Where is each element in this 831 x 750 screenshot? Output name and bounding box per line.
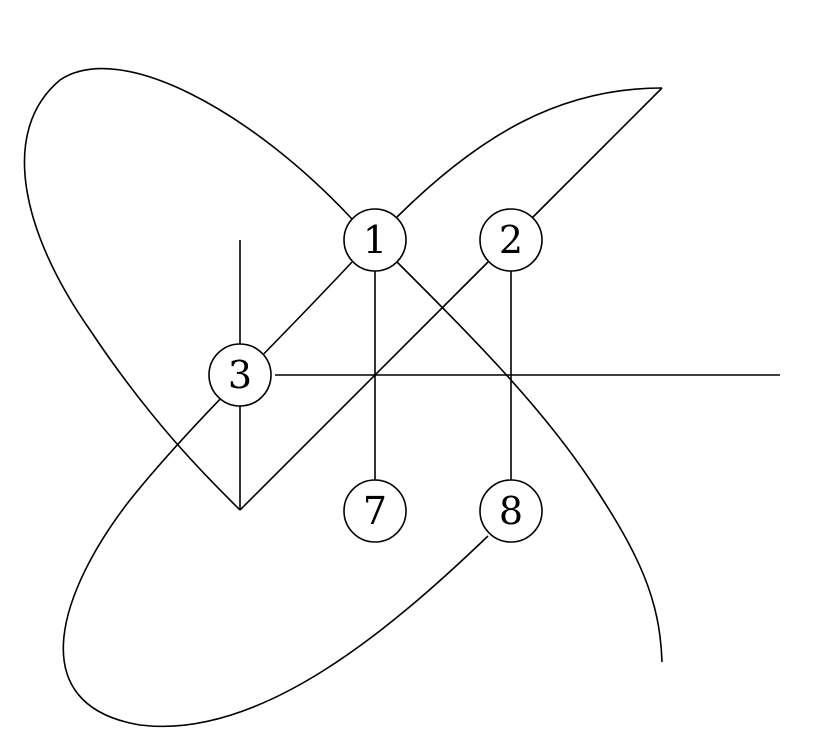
node-2-circle: [479, 208, 543, 272]
node-2: 2: [479, 208, 543, 272]
node-3-label: 3: [228, 353, 252, 397]
node-8-label: 8: [499, 489, 523, 533]
node-7: 7: [343, 479, 407, 543]
strand-line-vertex-2: [239, 259, 491, 511]
strand-line-corner-2: [531, 87, 663, 219]
strand-loop-1-left: [23, 67, 353, 511]
node-1: 1: [343, 208, 407, 272]
node-1-label: 1: [363, 218, 387, 262]
strand-loop-8-lower: [62, 261, 489, 728]
node-3: 3: [208, 343, 272, 407]
strand-arc-1-top-right: [396, 87, 663, 218]
strand-curve-1-bottom-right: [396, 261, 663, 663]
node-2-label: 2: [499, 218, 523, 262]
node-7-label: 7: [363, 489, 387, 533]
node-3-circle: [208, 343, 272, 407]
edges: [23, 67, 780, 728]
node-1-circle: [343, 208, 407, 272]
node-7-circle: [343, 479, 407, 543]
node-8: 8: [479, 479, 543, 543]
node-8-circle: [479, 479, 543, 543]
